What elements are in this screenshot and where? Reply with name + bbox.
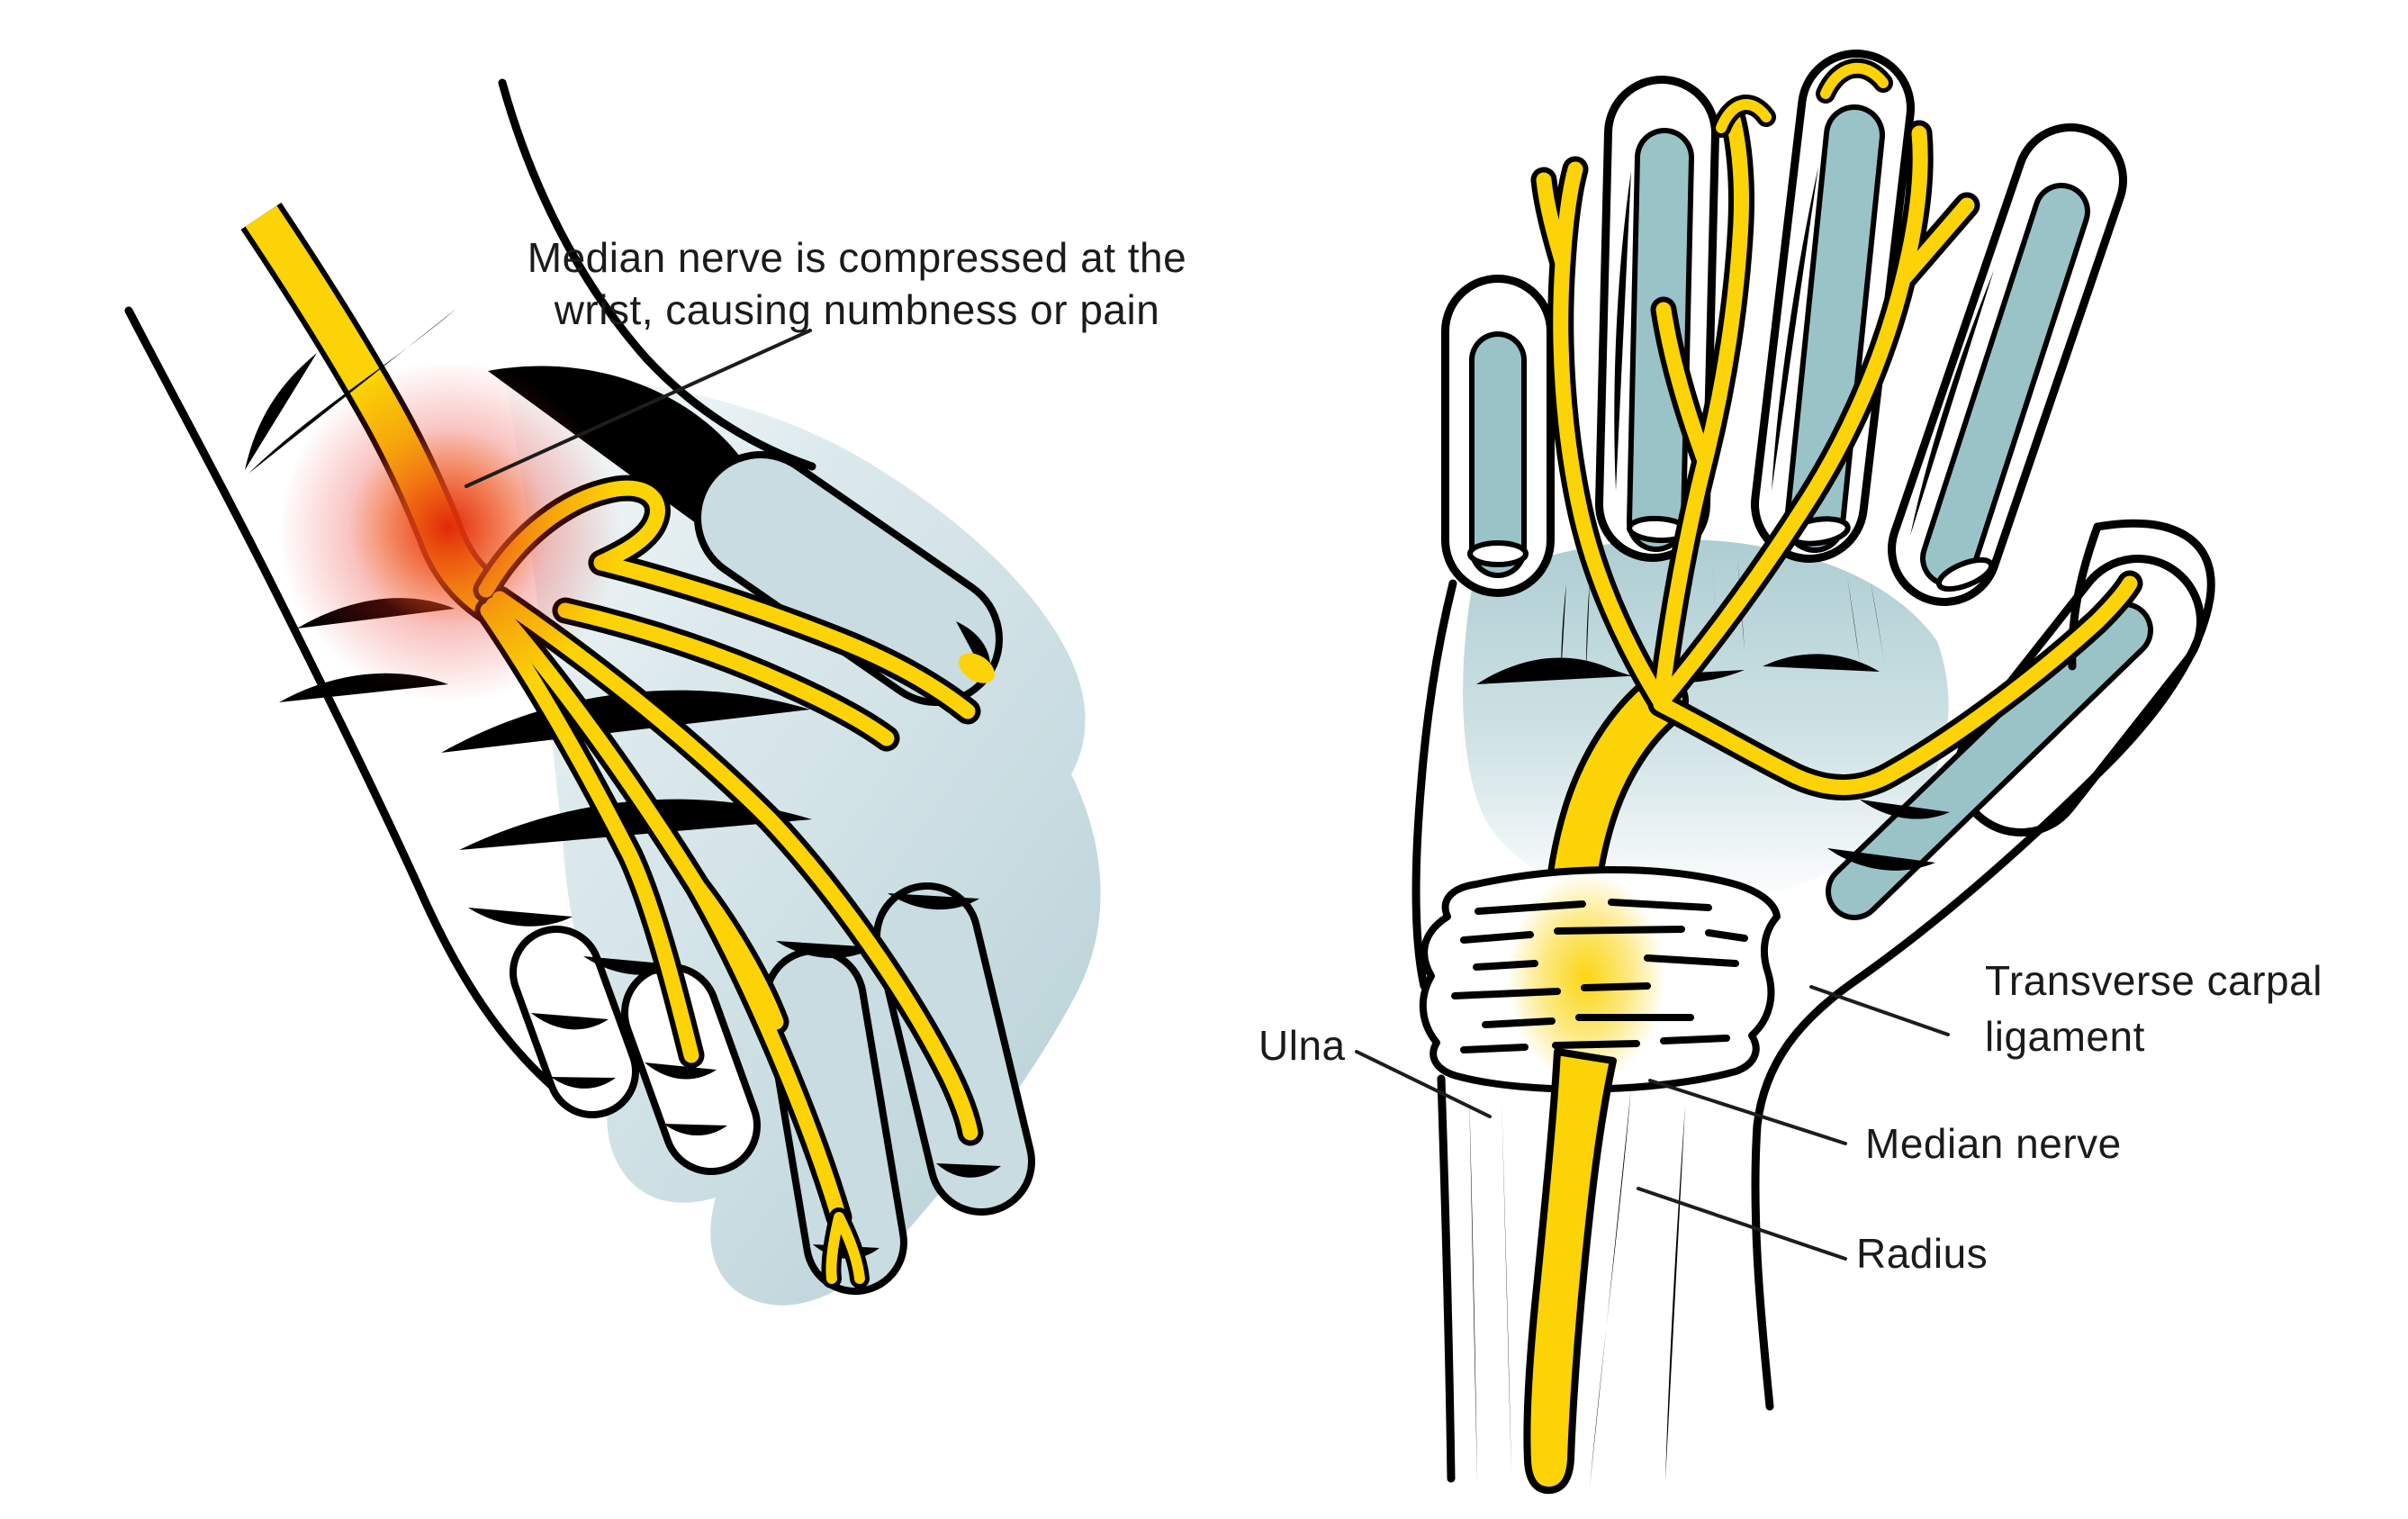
left-pinky-curl-arc bbox=[531, 1013, 609, 1030]
radius-bone-line bbox=[1665, 1106, 1685, 1481]
right-hand-illustration bbox=[1411, 50, 2215, 1495]
left-ring-nail-arc bbox=[663, 1124, 727, 1136]
ulna-bone-line-2 bbox=[1502, 1094, 1511, 1477]
carpal-tunnel-wall-line bbox=[1590, 1088, 1631, 1487]
left-heart-line-crease bbox=[441, 690, 810, 753]
right-forearm bbox=[1437, 1074, 1685, 1487]
median-nerve-glow-under-ligament bbox=[1507, 872, 1665, 1084]
left-thumb-nerve-tip bbox=[959, 653, 995, 683]
annotations: Median nerve is compressed at the wrist,… bbox=[464, 234, 2322, 1277]
radius-leader-line bbox=[1637, 1187, 1847, 1261]
right-forearm-edge-ulnar bbox=[1437, 1074, 1456, 1483]
right-tendon-line-5 bbox=[1847, 576, 1860, 663]
left-index-nail-arc bbox=[936, 1163, 1001, 1178]
compression-annotation-line2: wrist, causing numbness or pain bbox=[554, 286, 1160, 333]
left-knuckle-arc-3 bbox=[776, 941, 875, 959]
right-index-finger bbox=[1888, 123, 2127, 606]
compression-leader-line bbox=[464, 329, 812, 488]
compression-annotation-line1: Median nerve is compressed at the bbox=[528, 234, 1186, 281]
right-thumb-web-crease-2 bbox=[1827, 848, 1935, 871]
right-tendon-line-6 bbox=[1871, 582, 1885, 666]
right-thumb bbox=[1826, 555, 2205, 920]
left-forearm-crease-1 bbox=[245, 353, 317, 470]
median-nerve-label: Median nerve bbox=[1865, 1120, 2122, 1167]
left-hand-edge-ulnar bbox=[124, 306, 555, 1090]
left-knuckle-arc-4 bbox=[888, 893, 979, 910]
right-tendon-line-1 bbox=[1561, 583, 1566, 677]
left-head-line-crease bbox=[459, 799, 812, 850]
right-thumb-web-crease-1 bbox=[1860, 800, 1950, 819]
left-ring-curl-arc bbox=[645, 1062, 717, 1080]
transverse-carpal-ligament bbox=[1419, 865, 1781, 1093]
ulna-bone-line-1 bbox=[1469, 1090, 1477, 1484]
left-median-nerve-branches bbox=[473, 475, 995, 1288]
left-knuckle-arc-1 bbox=[468, 908, 573, 927]
median-nerve-below-ligament bbox=[1523, 1048, 1617, 1495]
ligament-fiber-dashes bbox=[1451, 899, 1748, 1053]
median-nerve-leader-line bbox=[1648, 1079, 1847, 1145]
right-tendon-line-2 bbox=[1586, 582, 1590, 675]
right-palm-edge-radial bbox=[1751, 519, 2215, 1411]
inflammation-glow-inner bbox=[349, 428, 547, 626]
left-forearm-edge-radial bbox=[498, 78, 816, 471]
transverse-carpal-ligament-label-line1: Transverse carpal bbox=[1985, 957, 2322, 1004]
left-thumb bbox=[694, 451, 1003, 706]
ulna-leader-line bbox=[1355, 1050, 1492, 1118]
ulna-label: Ulna bbox=[1258, 1022, 1346, 1069]
left-pinky-nail-arc bbox=[551, 1077, 616, 1089]
left-middle-finger bbox=[762, 947, 907, 1295]
radius-label: Radius bbox=[1856, 1230, 1988, 1277]
right-carpal-arc-2 bbox=[1763, 654, 1880, 672]
left-hand-illustration bbox=[124, 78, 1101, 1306]
transverse-carpal-ligament-label-line2: ligament bbox=[1985, 1013, 2145, 1060]
right-palm-edge-ulnar bbox=[1411, 579, 1457, 990]
ligament-leader-line bbox=[1809, 985, 1950, 1036]
